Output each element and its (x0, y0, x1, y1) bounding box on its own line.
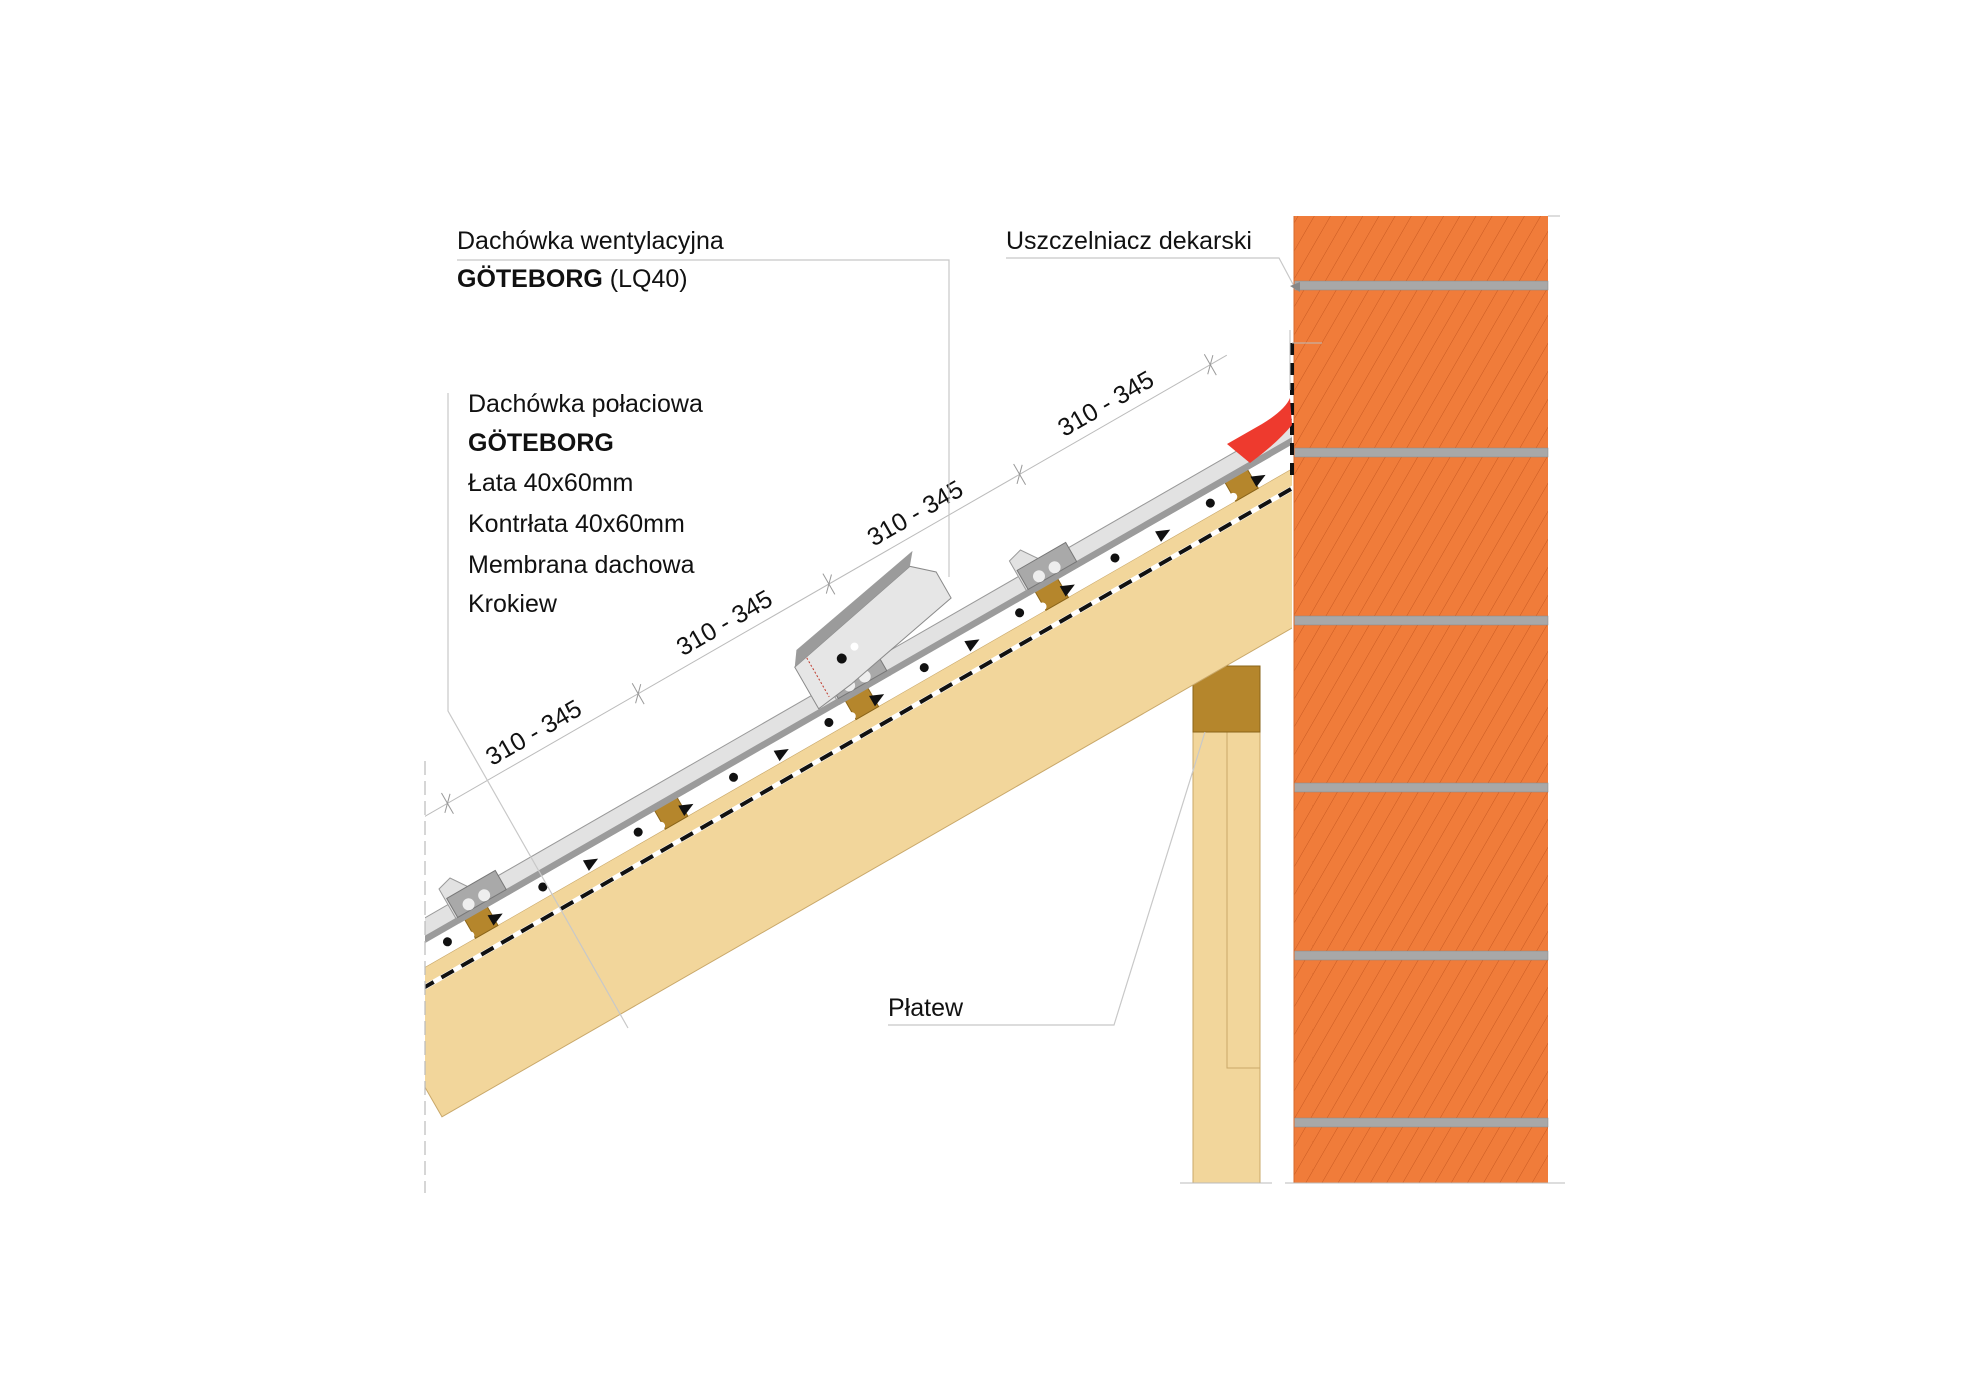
purlin-post (1180, 665, 1272, 1184)
mortar-joint (1293, 615, 1549, 626)
airflow-dot (1229, 492, 1238, 501)
dimension-tick (825, 574, 832, 594)
airflow-dot (807, 732, 816, 741)
batten-label: Łata 40x60mm (468, 469, 634, 497)
airflow-dot (657, 821, 666, 830)
vent-tile-label: Dachówka wentylacyjna (457, 227, 724, 255)
mortar-joint (1293, 950, 1549, 961)
airflow-dot (729, 772, 739, 782)
airflow-dot (466, 931, 475, 940)
field-tile-label: Dachówka połaciowa (468, 390, 703, 418)
mortar-joint (1293, 1117, 1549, 1128)
dimension-tick (1016, 464, 1023, 485)
airflow-dot (1093, 567, 1102, 576)
counter-batten-label: Kontrłata 40x60mm (468, 510, 685, 538)
airflow-dot (847, 712, 856, 721)
airflow-dot (902, 677, 911, 686)
purlin-label: Płatew (888, 994, 964, 1022)
airflow-dot (752, 767, 761, 776)
airflow-dot (616, 841, 625, 850)
brick-wall (1285, 215, 1565, 1184)
airflow-dot (1015, 608, 1025, 618)
rafter-label: Krokiew (468, 590, 557, 618)
airflow-dot (711, 786, 720, 795)
dimension-tick (635, 684, 642, 704)
airflow-dot (1188, 512, 1197, 521)
mortar-joint (1293, 782, 1549, 793)
dimension-line (425, 354, 1228, 885)
roof-tile (438, 655, 892, 924)
airflow-dot (998, 622, 1007, 631)
airflow-dot (1038, 602, 1047, 611)
airflow-dot (1110, 553, 1120, 563)
airflow-dot (561, 876, 570, 885)
airflow-arrow (1059, 584, 1075, 597)
mortar-joint (1293, 280, 1549, 291)
airflow-dot (442, 937, 452, 947)
vent-tile-model: GÖTEBORG (457, 265, 603, 293)
airflow-arrow (964, 639, 980, 652)
vent-tile-model-label: GÖTEBORG (LQ40) (457, 267, 688, 292)
airflow-arrow (1250, 474, 1266, 487)
airflow-arrow (869, 694, 885, 707)
airflow-arrow (678, 803, 694, 816)
airflow-dot (824, 717, 834, 727)
field-tile-model: GÖTEBORG (468, 429, 614, 457)
membrane-label: Membrana dachowa (468, 551, 695, 579)
airflow-dot (633, 827, 643, 837)
leader-lines (424, 257, 1296, 1193)
airflow-dot (1205, 498, 1215, 508)
airflow-dot (919, 663, 929, 673)
roof-tile (1008, 415, 1292, 596)
mortar-joint (1293, 447, 1549, 458)
airflow-arrow (582, 858, 599, 871)
vent-tile-code: (LQ40) (609, 265, 688, 293)
roofing-sealant (1227, 398, 1292, 463)
airflow-dot (1133, 547, 1142, 556)
airflow-dot (425, 951, 434, 960)
airflow-dot (521, 896, 530, 905)
dimension-tick (444, 793, 451, 814)
airflow-arrow (487, 913, 503, 926)
sealant-label: Uszczelniacz dekarski (1006, 227, 1252, 255)
airflow-dot (538, 882, 548, 892)
airflow-dot (943, 657, 952, 666)
ventilation-tile (794, 550, 952, 710)
dimension-tick (1207, 355, 1214, 375)
airflow-arrow (773, 748, 789, 762)
leader-arrow-icon (1290, 282, 1300, 292)
airflow-arrow (1155, 529, 1171, 542)
